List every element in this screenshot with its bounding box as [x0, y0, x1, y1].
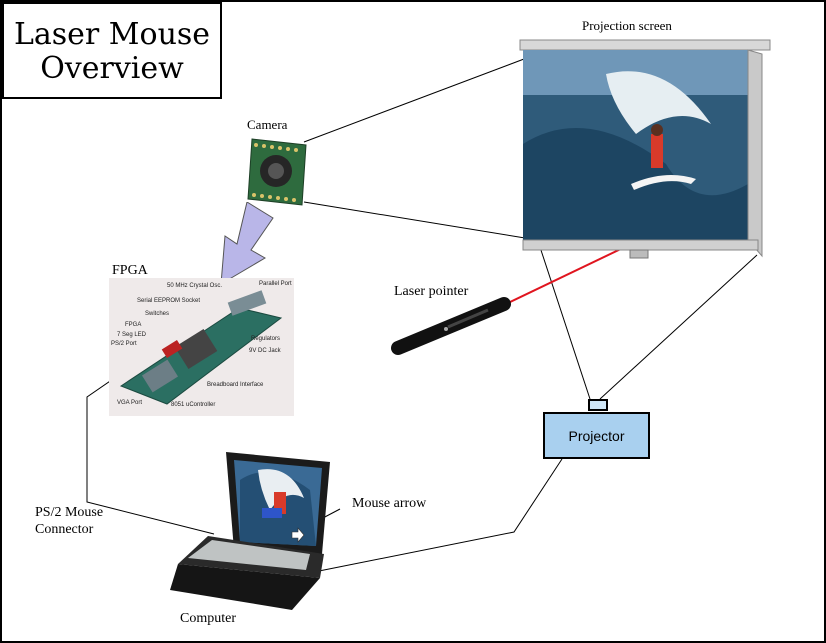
title-line-2: Overview [40, 51, 184, 86]
mouse-arrow-label: Mouse arrow [352, 496, 427, 511]
screen-to-projector-right-line [599, 254, 758, 400]
fpga-board-label-7seg: 7 Seg LED [117, 332, 147, 338]
camera-to-screen-top-line [303, 58, 525, 143]
camera-module-image [247, 138, 307, 206]
laser-pointer-label: Laser pointer [394, 284, 469, 299]
diagram-title: Laser Mouse Overview [2, 2, 222, 99]
fpga-board-label-parallel: Parallel Port [259, 281, 292, 287]
fpga-board-label-eeprom: Serial EEPROM Socket [137, 298, 200, 304]
fpga-board-label-fpga: FPGA [125, 322, 141, 328]
projection-screen-label: Projection screen [582, 18, 672, 33]
laptop-image [170, 452, 330, 610]
computer-label: Computer [180, 611, 236, 626]
projection-screen-image [519, 39, 771, 259]
projector-label: Projector [568, 427, 625, 444]
ps2-connector-label-line-1: PS/2 Mouse [35, 505, 104, 520]
projector-box: Projector [543, 412, 650, 459]
fpga-board-image: 50 MHz Crystal Osc. Serial EEPROM Socket… [109, 278, 294, 416]
projector-lens [588, 399, 608, 411]
fpga-board-label-ps2: PS/2 Port [111, 341, 137, 347]
fpga-board-label-vga: VGA Port [117, 400, 142, 406]
fpga-board-label-regulators: Regulators [251, 336, 280, 342]
fpga-board-label-osc: 50 MHz Crystal Osc. [167, 283, 222, 289]
laser-pointer-image [391, 297, 511, 355]
fpga-board-label-switches: Switches [145, 311, 169, 317]
screen-to-projector-left-line [536, 237, 591, 400]
ps2-connector-label-line-2: Connector [35, 522, 94, 537]
down-arrow-icon [220, 202, 274, 285]
fpga-board-label-breadboard: Breadboard Interface [207, 382, 264, 388]
fpga-board-label-dcjack: 9V DC Jack [249, 348, 282, 354]
camera-label: Camera [247, 117, 288, 132]
fpga-board-label-8051: 8051 uController [171, 402, 215, 408]
camera-to-screen-bottom-line [303, 201, 526, 239]
title-line-1: Laser Mouse [13, 17, 211, 52]
laptop-to-projector-cable [313, 458, 563, 573]
fpga-label: FPGA [112, 263, 148, 278]
